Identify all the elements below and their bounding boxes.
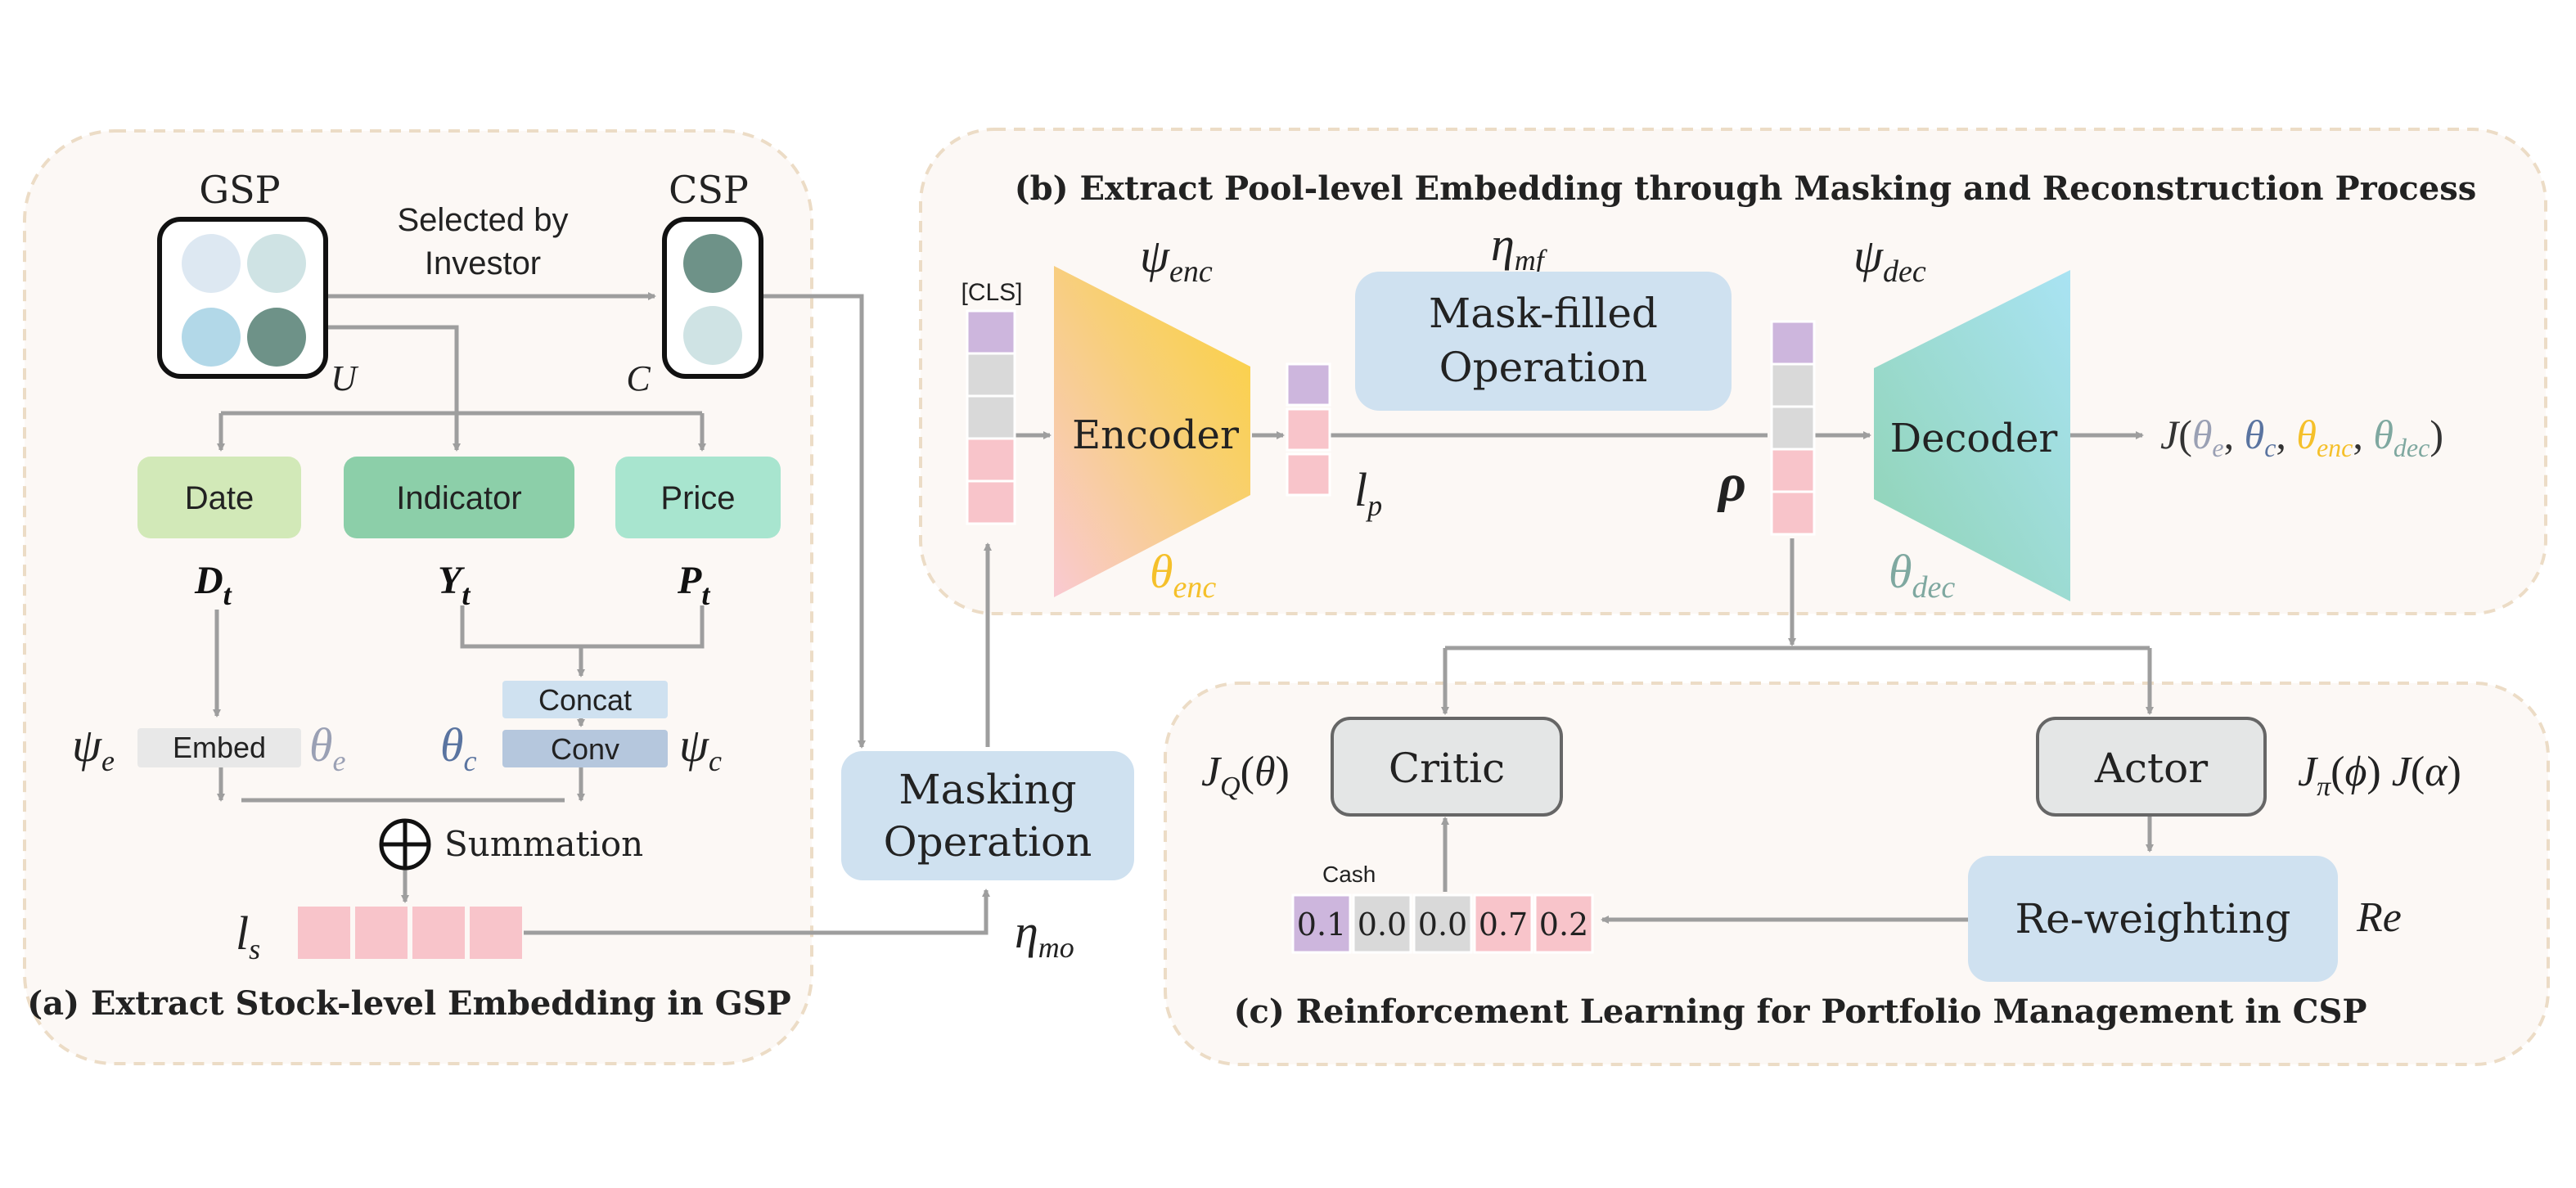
arrow-csp-to-masking — [761, 294, 866, 749]
encoder-label: Encoder — [1072, 412, 1239, 458]
reweighting-box — [1968, 856, 2338, 982]
critic-label: Critic — [1389, 745, 1505, 792]
price-box — [615, 457, 781, 538]
portfolio-weights: 0.1 0.0 0.0 0.7 0.2 — [1291, 893, 1594, 954]
weight-cell — [1533, 893, 1594, 954]
weight-value: 0.0 — [1418, 907, 1467, 943]
weight-cell — [1412, 893, 1473, 954]
gsp-stock-circle — [247, 234, 306, 293]
actor-box — [2036, 717, 2267, 817]
weight-value: 0.1 — [1297, 907, 1346, 943]
eta-mo-symbol: ηmo — [1015, 905, 1074, 964]
conv-label: Conv — [551, 732, 619, 766]
date-var: Dt — [194, 559, 232, 611]
date-label: Date — [185, 480, 254, 516]
weight-value: 0.0 — [1358, 907, 1407, 943]
summation-label: Summation — [444, 824, 643, 864]
connectors — [213, 292, 2154, 935]
cash-label: Cash — [1322, 862, 1376, 887]
indicator-box — [344, 457, 574, 538]
jq-symbol: JQ(θ) — [1201, 749, 1290, 802]
maskfilled-label-1: Mask-filled — [1429, 290, 1658, 337]
gsp-stock-circle — [247, 308, 306, 367]
price-var: Pt — [677, 559, 710, 611]
gsp-stock-circle — [182, 234, 241, 293]
cls-label: [CLS] — [961, 279, 1022, 306]
mask-filled-operation-box — [1355, 272, 1732, 411]
price-label: Price — [660, 480, 735, 516]
re-symbol: Re — [2356, 894, 2402, 941]
selected-by-label: Selected by — [397, 202, 568, 238]
csp-stock-circle — [683, 234, 742, 293]
panel-a-caption: (a) Extract Stock-level Embedding in GSP — [27, 984, 790, 1023]
maskfilled-label-2: Operation — [1439, 344, 1648, 391]
conv-box — [502, 730, 668, 767]
indicator-var: Yt — [438, 559, 471, 611]
gsp-stock-circle — [182, 308, 241, 367]
objective-J: J(θe, θc, θenc, θdec) — [2160, 412, 2443, 462]
csp-var: C — [626, 358, 651, 398]
lp-token-column — [1286, 362, 1331, 497]
decoder-label: Decoder — [1890, 416, 2058, 461]
embed-label: Embed — [173, 731, 266, 764]
encoder-block — [1054, 266, 1250, 597]
concat-label: Concat — [538, 683, 632, 717]
rho-token-column — [1770, 320, 1816, 536]
masking-operation-box — [841, 751, 1134, 880]
embed-box — [137, 728, 301, 767]
weight-value: 0.2 — [1539, 907, 1588, 943]
masking-label-2: Operation — [884, 818, 1092, 866]
critic-box — [1331, 717, 1563, 817]
weight-cell — [1473, 893, 1533, 954]
ls-embedding — [298, 907, 522, 959]
panel-b-caption: (b) Extract Pool-level Embedding through… — [1015, 169, 2476, 208]
theta-e-symbol: θe — [309, 718, 346, 777]
weight-cell — [1352, 893, 1412, 954]
panel-c-caption: (c) Reinforcement Learning for Portfolio… — [1234, 992, 2367, 1031]
concat-box — [502, 681, 668, 718]
line-gsp-split — [326, 325, 461, 452]
weight-value: 0.7 — [1479, 907, 1528, 943]
gsp-var: U — [331, 358, 359, 398]
investor-label: Investor — [425, 245, 541, 281]
input-token-column — [966, 309, 1016, 525]
indicator-label: Indicator — [396, 480, 521, 516]
date-box — [137, 457, 301, 538]
masking-label-1: Masking — [898, 766, 1076, 813]
csp-stock-circle — [683, 306, 742, 365]
gsp-label: GSP — [199, 168, 280, 212]
csp-label: CSP — [669, 168, 749, 212]
actor-label: Actor — [2094, 745, 2208, 792]
arrow-ls-to-masking — [524, 889, 990, 935]
weight-cell — [1291, 893, 1352, 954]
decoder-block — [1874, 270, 2070, 601]
reweighting-label: Re-weighting — [2015, 895, 2290, 943]
rho-symbol: ρ — [1717, 453, 1746, 513]
